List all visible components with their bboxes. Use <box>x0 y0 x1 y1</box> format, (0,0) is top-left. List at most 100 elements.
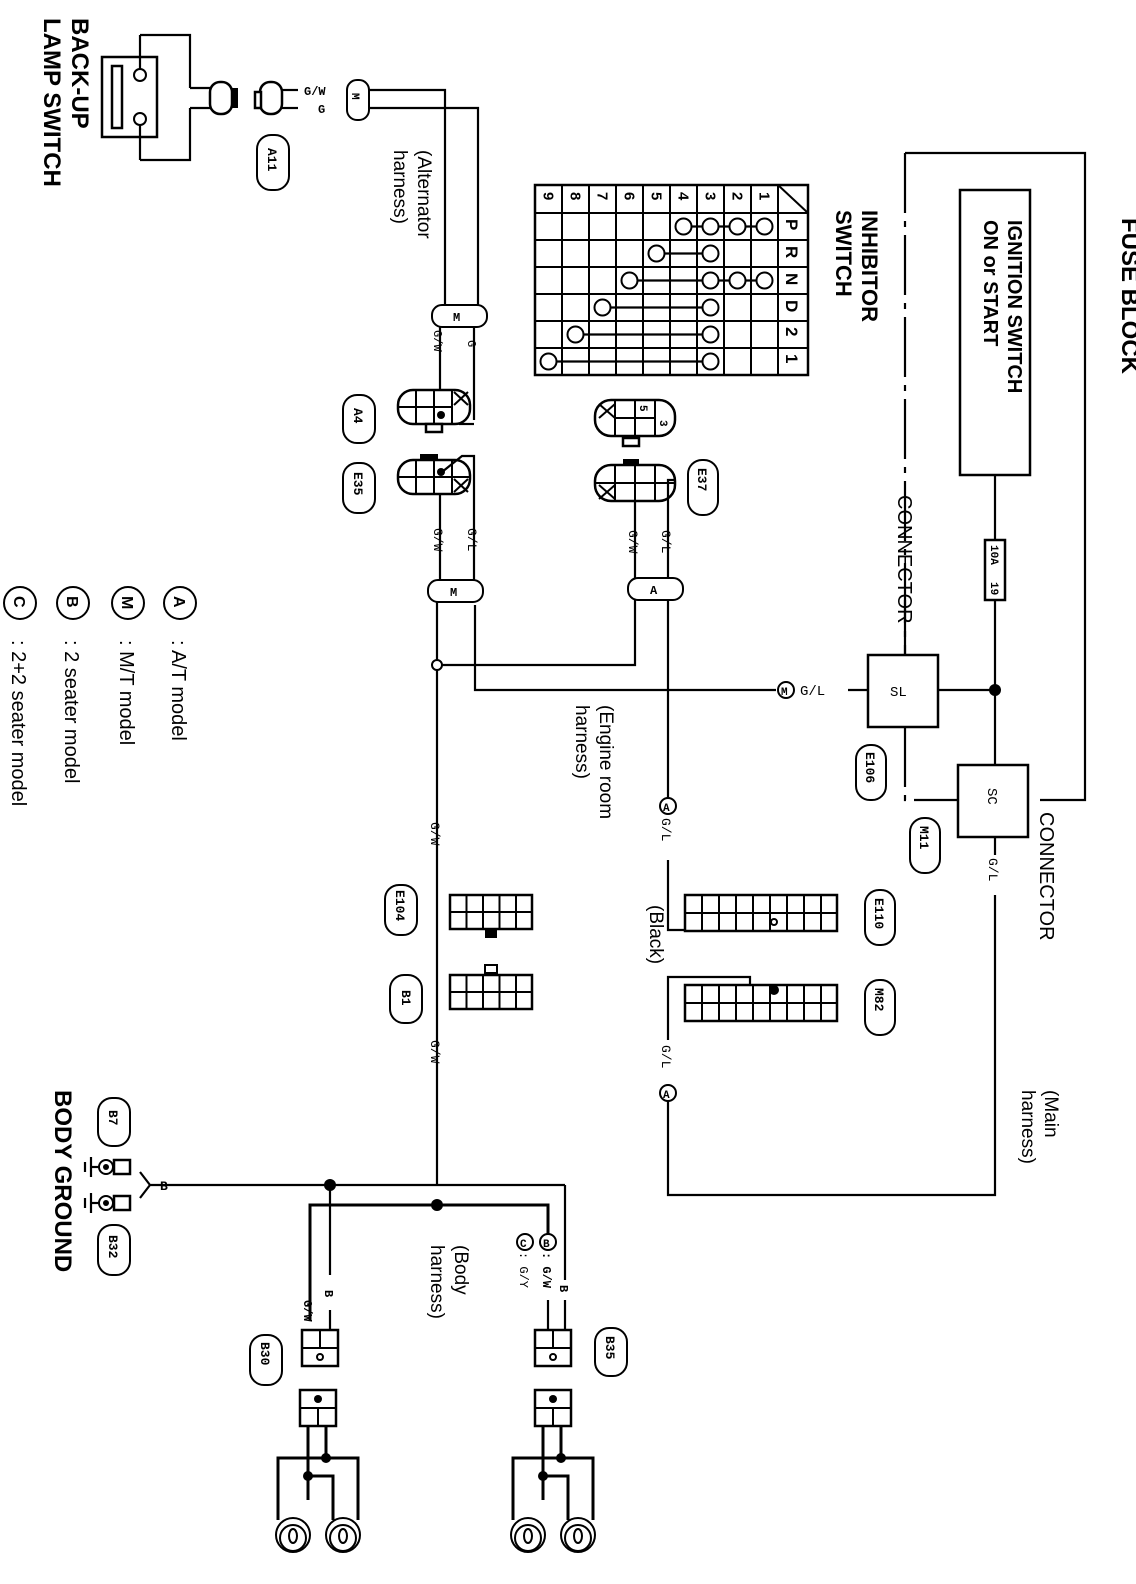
terminal-label: 1 <box>756 192 773 200</box>
backup-title-line1: BACK-UP <box>66 18 93 129</box>
continuity-mark <box>755 217 774 236</box>
svg-text:G/L: G/L <box>464 528 479 551</box>
svg-text:G/L: G/L <box>985 858 1000 881</box>
svg-text:harness): harness) <box>389 150 410 224</box>
svg-text:M: M <box>118 596 135 609</box>
continuity-mark <box>701 217 720 236</box>
a4-connector <box>396 388 472 434</box>
connector-sc-title: CONNECTOR <box>1035 812 1057 941</box>
legend-item: B : 2 seater model <box>56 586 90 783</box>
b32-tag <box>97 1224 131 1276</box>
svg-text:E37: E37 <box>694 468 709 491</box>
svg-text:M82: M82 <box>871 988 886 1012</box>
e37-tag <box>687 459 719 516</box>
continuity-mark <box>701 352 720 371</box>
svg-text:M: M <box>453 311 460 325</box>
e35-tag <box>342 462 376 514</box>
connector-sc-terminal: SC <box>983 788 999 805</box>
continuity-mark <box>755 271 774 290</box>
svg-text:G/L: G/L <box>800 684 825 700</box>
body-ground-title: BODY GROUND <box>49 1090 76 1272</box>
svg-text:M: M <box>450 586 457 600</box>
svg-text:harness): harness) <box>426 1245 447 1319</box>
m-model-tag-top <box>346 79 370 121</box>
switch-plug <box>208 80 234 116</box>
legend-item: A: A/T model <box>163 586 197 741</box>
b30-connector <box>300 1328 340 1368</box>
svg-text:(Alternator: (Alternator <box>413 150 434 239</box>
legend-text: : 2 seater model <box>60 640 82 783</box>
continuity-mark <box>701 298 720 317</box>
e35-connector <box>396 454 472 496</box>
svg-text:harness): harness) <box>571 705 592 779</box>
svg-text:G/W: G/W <box>430 330 444 352</box>
legend-text: : 2+2 seater model <box>7 640 29 806</box>
legend-text: : M/T model <box>115 640 137 745</box>
continuity-mark <box>620 271 639 290</box>
connector-sl-terminal: SL <box>890 685 907 701</box>
backup-lamp-right <box>510 1388 596 1553</box>
legend-item: M : M/T model <box>111 586 145 745</box>
model-marker-m <box>777 681 795 699</box>
continuity-mark <box>728 271 747 290</box>
e106-tag <box>855 744 887 801</box>
body-harness: (Body harness) B C : G/W : G/Y B B35 G/W… <box>180 1179 628 1553</box>
e110-connector <box>683 893 839 933</box>
terminal-label: 4 <box>675 192 692 201</box>
m82-tag <box>864 979 896 1036</box>
continuity-mark <box>593 298 612 317</box>
svg-text:B: B <box>543 1239 550 1251</box>
svg-text:M: M <box>348 93 360 100</box>
continuity-mark <box>701 271 720 290</box>
svg-text:A: A <box>650 584 658 598</box>
svg-text:G/W: G/W <box>625 530 640 554</box>
legend-text: : A/T model <box>167 640 189 741</box>
e104-tag <box>384 884 418 936</box>
model-legend: A: A/T model M : M/T model B : 2 seater mode… <box>3 586 197 806</box>
a4-e35-group: A4 E35 G/W G/L M G/W <box>342 388 484 1185</box>
terminal-label: 2 <box>729 192 746 200</box>
b7-tag <box>97 1097 131 1147</box>
b1-tag <box>389 974 423 1024</box>
alternator-harness: (Alternator harness) M G/W G <box>369 88 488 420</box>
legend-marker <box>56 586 90 620</box>
svg-text:G: G <box>318 103 325 117</box>
m-model-tag-low <box>427 579 484 603</box>
model-marker-c <box>516 1233 534 1251</box>
model-marker-a <box>659 797 677 815</box>
continuity-mark <box>701 325 720 344</box>
svg-text:G: G <box>464 340 478 347</box>
svg-text:B7: B7 <box>105 1110 120 1126</box>
e110-tag <box>864 889 896 946</box>
svg-text:B: B <box>63 596 80 608</box>
gl-m-branch: M G/L <box>473 605 825 700</box>
backup-title-line2: LAMP SWITCH <box>38 18 65 187</box>
a-model-tag <box>627 577 684 601</box>
svg-text:G/W: G/W <box>300 1300 314 1322</box>
body-ground: B B7 B32 <box>83 1097 180 1276</box>
svg-text:(Black): (Black) <box>645 905 666 964</box>
connector-sl: CONNECTOR SL E106 <box>848 495 995 802</box>
position-label: N <box>782 273 801 285</box>
main-harness-wire <box>666 895 997 1197</box>
svg-text:A4: A4 <box>350 408 365 424</box>
e37-connector <box>593 459 677 503</box>
connector-sc: SC CONNECTOR M11 G/L (Main harness) <box>666 763 1061 1197</box>
svg-text:B35: B35 <box>602 1336 617 1360</box>
svg-text:M: M <box>781 687 788 699</box>
ground-b32 <box>83 1193 132 1213</box>
continuity-mark <box>674 217 693 236</box>
svg-text:(Engine room: (Engine room <box>595 705 616 819</box>
svg-text:E106: E106 <box>862 752 877 783</box>
ignition-switch-box <box>958 188 1032 477</box>
position-label: 1 <box>782 354 801 363</box>
a11-connector <box>258 80 284 116</box>
position-label: R <box>782 246 801 258</box>
svg-text:B: B <box>556 1285 570 1292</box>
legend-marker <box>111 586 145 620</box>
b35-tag <box>594 1327 628 1377</box>
svg-text:A: A <box>663 1090 670 1102</box>
b1-connector <box>448 973 534 1011</box>
